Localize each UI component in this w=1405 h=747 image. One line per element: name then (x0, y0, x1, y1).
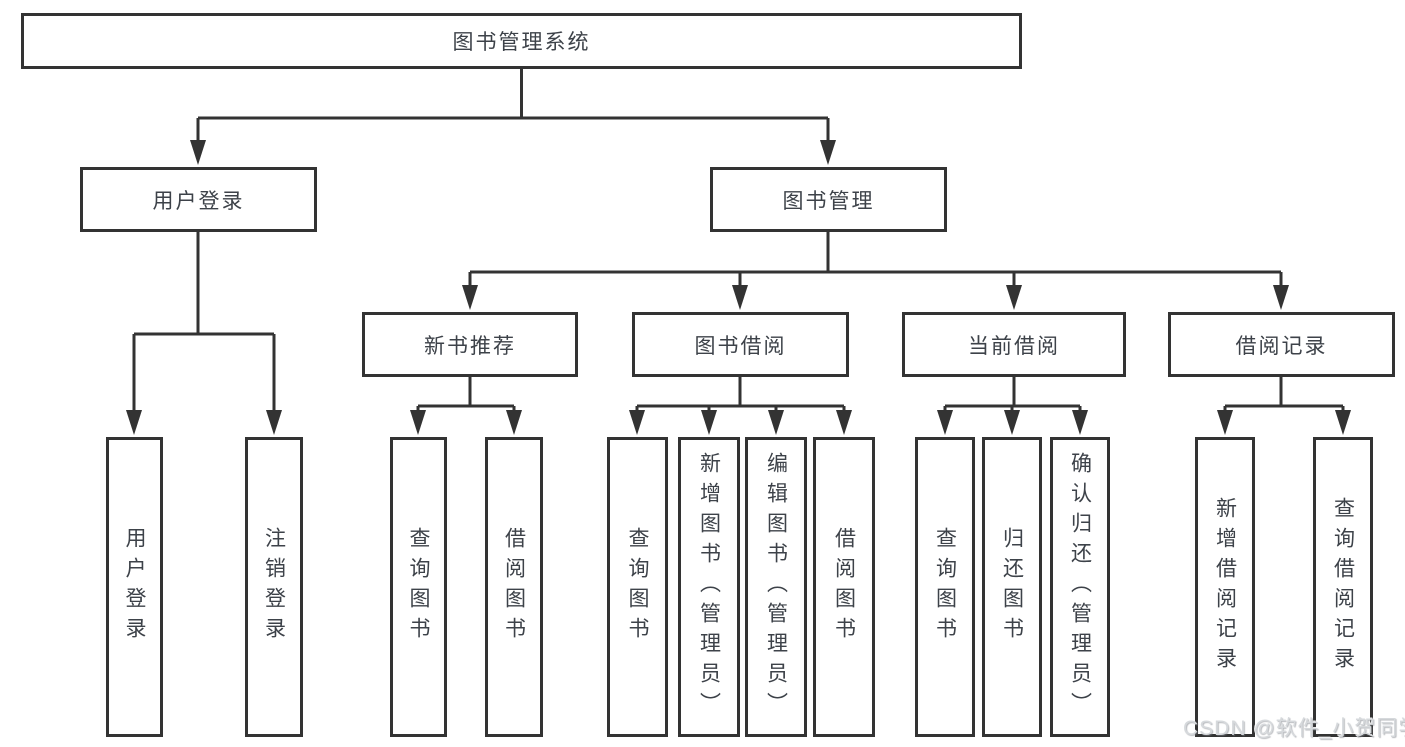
leaf-label: 借阅图书 (832, 527, 856, 647)
node-book-management: 图书管理 (710, 167, 947, 232)
leaf-label: 新增借阅记录 (1213, 497, 1237, 677)
leaf-add-borrow-record: 新增借阅记录 (1195, 437, 1255, 737)
node-book-borrowing: 图书借阅 (632, 312, 849, 377)
leaf-confirm-return-admin: 确认归还（管理员） (1050, 437, 1110, 737)
leaf-label: 确认归还（管理员） (1068, 452, 1092, 722)
node-label: 图书管理系统 (452, 31, 591, 54)
leaf-label: 查询图书 (933, 527, 957, 647)
leaf-label: 借阅图书 (502, 527, 526, 647)
leaf-query-books-2: 查询图书 (607, 437, 668, 737)
leaf-label: 查询图书 (626, 527, 649, 647)
node-current-borrowing: 当前借阅 (902, 312, 1126, 377)
leaf-label: 归还图书 (1000, 527, 1024, 647)
leaf-query-books-1: 查询图书 (390, 437, 447, 737)
leaf-label: 查询借阅记录 (1331, 497, 1355, 677)
node-label: 图书借阅 (694, 334, 787, 358)
node-borrowing-records: 借阅记录 (1168, 312, 1395, 377)
leaf-add-books-admin: 新增图书（管理员） (678, 437, 740, 737)
leaf-return-books: 归还图书 (982, 437, 1042, 737)
node-label: 新书推荐 (424, 334, 516, 358)
node-label: 图书管理 (782, 189, 875, 213)
leaf-borrow-books-2: 借阅图书 (813, 437, 875, 737)
leaf-label: 注销登录 (262, 527, 286, 647)
leaf-label: 查询图书 (407, 527, 430, 647)
node-label: 当前借阅 (968, 334, 1060, 358)
leaf-label: 编辑图书（管理员） (764, 452, 788, 722)
csdn-watermark: CSDN @软件_小贺同学 (1183, 717, 1405, 740)
leaf-query-books-3: 查询图书 (915, 437, 975, 737)
leaf-logout: 注销登录 (245, 437, 303, 737)
leaf-user-login: 用户登录 (106, 437, 163, 737)
node-user-login: 用户登录 (80, 167, 317, 232)
leaf-borrow-books-1: 借阅图书 (485, 437, 543, 737)
leaf-label: 新增图书（管理员） (697, 452, 721, 722)
leaf-edit-books-admin: 编辑图书（管理员） (745, 437, 807, 737)
node-label: 用户登录 (152, 189, 245, 213)
node-new-book-recommendation: 新书推荐 (362, 312, 578, 377)
leaf-label: 用户登录 (123, 527, 146, 647)
node-library-management-system: 图书管理系统 (21, 13, 1022, 69)
leaf-query-borrow-record: 查询借阅记录 (1313, 437, 1373, 737)
node-label: 借阅记录 (1235, 334, 1328, 358)
